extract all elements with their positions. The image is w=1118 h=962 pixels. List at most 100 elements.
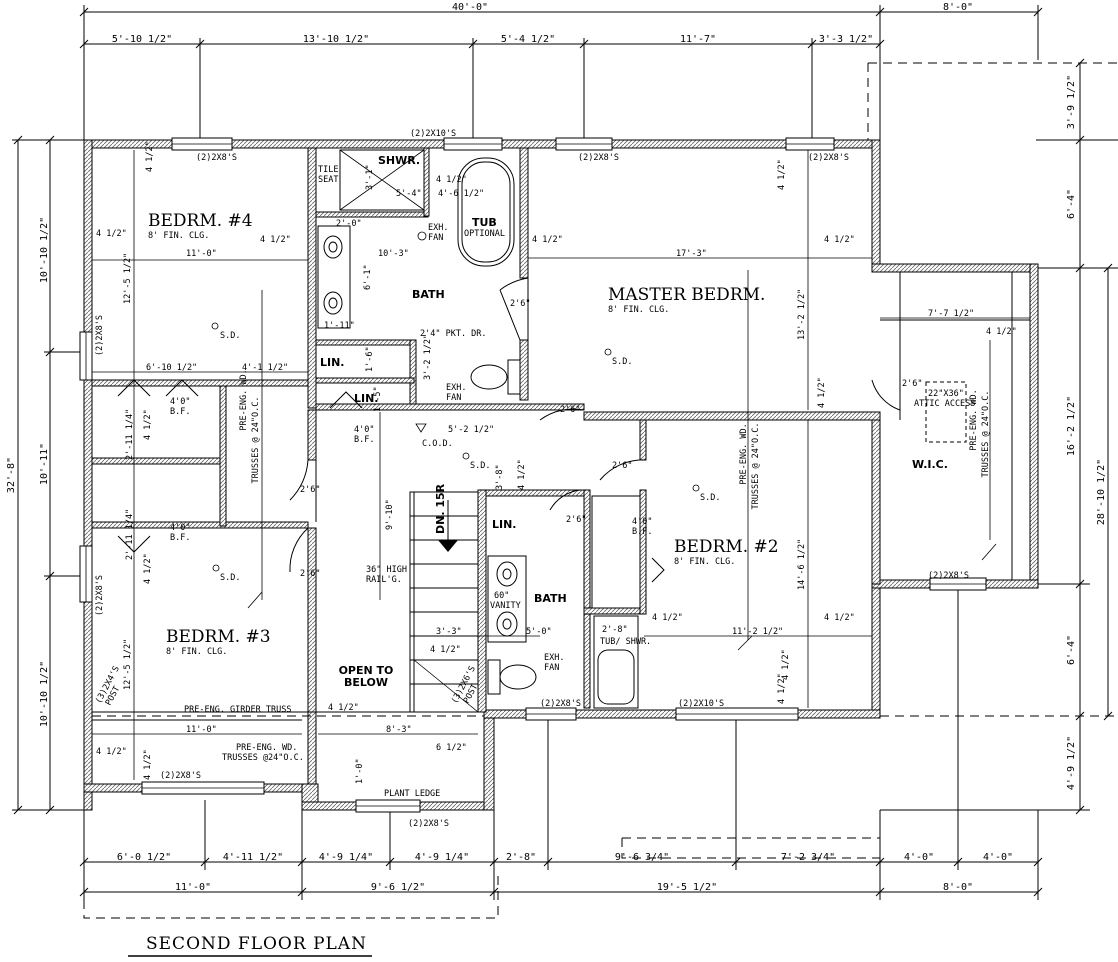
tub-label: TUB xyxy=(472,216,497,229)
bottom-dim-9: 4'-0" xyxy=(983,852,1013,863)
left-dim-1: 10'-10 1/2" xyxy=(39,217,50,283)
interior-dim: 4 1/2" xyxy=(781,649,791,680)
sink-icon xyxy=(323,235,343,259)
fan-label: FAN xyxy=(544,663,559,673)
header-label: (2)2X8'S xyxy=(160,771,201,781)
bottom-dim-3: 4'-9 1/4" xyxy=(319,852,373,863)
interior-dim: 6 1/2" xyxy=(436,743,467,753)
rail-label-1: 36" HIGH xyxy=(366,565,407,575)
smoke-detector-icon xyxy=(462,452,470,460)
interior-dim: 4'-1 1/2" xyxy=(242,363,288,373)
windows xyxy=(79,137,987,813)
interior-dim: 5'-2 1/2" xyxy=(448,425,494,435)
overall-width-dim: 40'-0" xyxy=(452,2,488,13)
misc-labels: TILE SEAT SHWR. TUB OPTIONAL EXH. FAN 2'… xyxy=(94,154,991,799)
fan-label: FAN xyxy=(446,393,461,403)
interior-dim: 14'-6 1/2" xyxy=(797,539,807,590)
plant-ledge-label: PLANT LEDGE xyxy=(384,789,440,799)
linen-label: LIN. xyxy=(320,356,345,369)
bottom-dim-7: 7'-2 3/4" xyxy=(781,852,835,863)
bottom-dim-8: 4'-0" xyxy=(904,852,934,863)
interior-dim: 4 1/2" xyxy=(824,235,855,245)
sd-label: S.D. xyxy=(470,461,490,471)
open-below-label-2: BELOW xyxy=(344,676,388,689)
exh-label: EXH. xyxy=(428,223,448,233)
linen-label: LIN. xyxy=(354,392,379,405)
interior-dim: 4 1/2" xyxy=(777,673,787,704)
bifold-label-2: B.F. xyxy=(354,435,374,445)
master-name: MASTER BEDRM. xyxy=(608,285,765,305)
sd-label: S.D. xyxy=(220,573,240,583)
header-label: (2)2X8'S xyxy=(196,153,237,163)
bottom-dim-1: 6'-0 1/2" xyxy=(117,852,171,863)
interior-dim: 4 1/2" xyxy=(532,235,563,245)
toilet-icon xyxy=(470,364,508,390)
bedroom4-clg: 8' FIN. CLG. xyxy=(148,231,209,241)
lower-bath-label: BATH xyxy=(534,592,567,605)
right-overall-depth-dim: 28'-10 1/2" xyxy=(1096,459,1107,525)
upper-bath-label: BATH xyxy=(412,288,445,301)
header-label: (2)2X8'S xyxy=(928,571,969,581)
header-label: (2)2X8'S xyxy=(95,315,105,356)
interior-dim: 7'-7 1/2" xyxy=(928,309,974,319)
truss-label-1: PRE-ENG. WD. xyxy=(969,389,979,450)
interior-dim: 4 1/2" xyxy=(777,159,787,190)
interior-dim: 4 1/2" xyxy=(143,553,153,584)
header-label: (2)2X8'S xyxy=(540,699,581,709)
bottom-dim-row2-4: 8'-0" xyxy=(943,882,973,893)
interior-dim: 2'-8" xyxy=(602,625,628,635)
open-below-label-1: OPEN TO xyxy=(339,664,394,677)
bifold-label-2: B.F. xyxy=(170,407,190,417)
interior-dim: 11'-0" xyxy=(186,249,217,259)
girder-truss-label: PRE-ENG. GIRDER TRUSS xyxy=(184,705,291,715)
smoke-detector-icon xyxy=(692,484,700,492)
right-dim-3: 16'-2 1/2" xyxy=(1066,396,1077,456)
interior-dim: 6'-10 1/2" xyxy=(146,363,197,373)
header-label: (2)2X8'S xyxy=(95,575,105,616)
bifold-label-1: 4'0" xyxy=(632,517,652,527)
truss-label-1: PRE-ENG. WD. xyxy=(739,423,749,484)
top-dim-1: 5'-10 1/2" xyxy=(112,34,172,45)
top-dim-3: 5'-4 1/2" xyxy=(501,34,555,45)
interior-dim: 2'-11 1/4" xyxy=(125,509,135,560)
bifold-label-2: B.F. xyxy=(632,527,652,537)
interior-dim: 4 1/2" xyxy=(143,749,153,780)
smoke-detector-icon xyxy=(211,322,219,330)
vanity-label-1: 60" xyxy=(494,591,509,601)
bottom-dimensions: 6'-0 1/2" 4'-11 1/2" 4'-9 1/4" 4'-9 1/4"… xyxy=(79,590,1043,900)
header-label: (2)2X10'S xyxy=(410,129,456,139)
room-labels: BEDRM. #4 8' FIN. CLG. MASTER BEDRM. 8' … xyxy=(148,211,948,689)
door-dim: 2'6" xyxy=(560,405,580,415)
bifold-label-1: 4'0" xyxy=(170,397,190,407)
fixtures xyxy=(317,149,1030,709)
bedroom2-clg: 8' FIN. CLG. xyxy=(674,557,735,567)
master-clg: 8' FIN. CLG. xyxy=(608,305,669,315)
bottom-dim-6: 9'-6 3/4" xyxy=(615,852,669,863)
interior-walls xyxy=(91,147,881,785)
interior-dim: 4 1/2" xyxy=(436,175,467,185)
header-label: (2)2X8'S xyxy=(808,153,849,163)
overall-depth-dim: 32'-8" xyxy=(6,457,17,493)
door-dim: 2'6" xyxy=(612,461,632,471)
header-label: (2)2X8'S xyxy=(408,819,449,829)
bifold-label-1: 4'0" xyxy=(170,523,190,533)
bedroom3-name: BEDRM. #3 xyxy=(166,627,271,647)
top-dim-5: 3'-3 1/2" xyxy=(819,34,873,45)
bedroom3-clg: 8' FIN. CLG. xyxy=(166,647,227,657)
bottom-dim-2: 4'-11 1/2" xyxy=(223,852,283,863)
fan-label: FAN xyxy=(428,233,443,243)
interior-dim: 1'-0" xyxy=(355,758,365,784)
stairs xyxy=(409,491,479,713)
shower-label: SHWR. xyxy=(378,154,420,167)
interior-dim: 3'-2 1/2" xyxy=(423,334,433,380)
bottom-dim-row2-1: 11'-0" xyxy=(175,882,211,893)
interior-dim: 4 1/2" xyxy=(96,747,127,757)
bottom-dim-4: 4'-9 1/4" xyxy=(415,852,469,863)
exhaust-fan-icon xyxy=(417,231,427,241)
interior-dim: 4 1/2" xyxy=(430,645,461,655)
bifold-label-2: B.F. xyxy=(170,533,190,543)
interior-dim: 13'-2 1/2" xyxy=(797,289,807,340)
bottom-dim-5: 2'-8" xyxy=(506,852,536,863)
